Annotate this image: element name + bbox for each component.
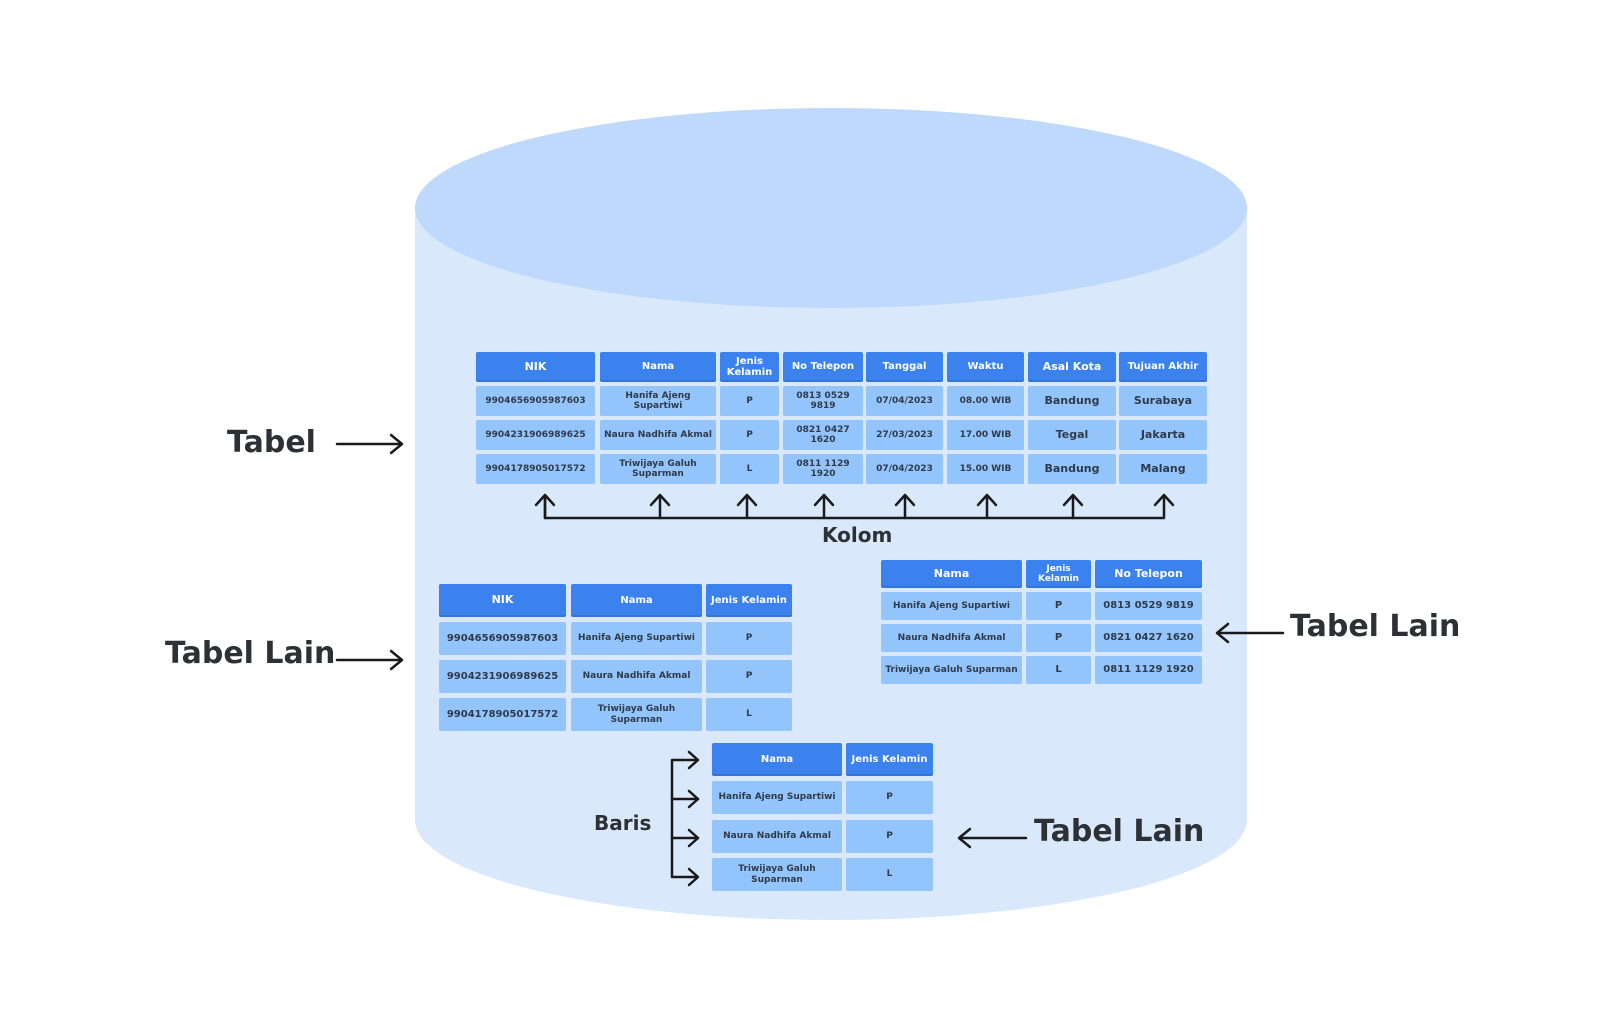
main-table-header-cell: Jenis Kelamin bbox=[720, 352, 779, 382]
right-table-header-cell: No Telepon bbox=[1095, 560, 1202, 588]
right-table-data-cell: L bbox=[1026, 656, 1091, 684]
right-table-data-cell: 0821 0427 1620 bbox=[1095, 624, 1202, 652]
tabel-lain-right-label: Tabel Lain bbox=[1290, 609, 1461, 644]
bottom-table-data-cell: P bbox=[846, 781, 933, 814]
main-table-data-cell: 07/04/2023 bbox=[866, 454, 943, 484]
bottom-table-data-cell: Hanifa Ajeng Supartiwi bbox=[712, 781, 842, 814]
main-table-data-cell: Surabaya bbox=[1119, 386, 1207, 416]
left-table-data-cell: Naura Nadhifa Akmal bbox=[571, 660, 702, 693]
main-table-data-cell: Malang bbox=[1119, 454, 1207, 484]
main-table-data-cell: 0813 0529 9819 bbox=[783, 386, 863, 416]
right-table-header-cell: Jenis Kelamin bbox=[1026, 560, 1091, 588]
right-table-data-cell: Naura Nadhifa Akmal bbox=[881, 624, 1022, 652]
right-table-header-cell: Nama bbox=[881, 560, 1022, 588]
main-table-data-cell: P bbox=[720, 386, 779, 416]
tabel-lain-bottom-label: Tabel Lain bbox=[1034, 814, 1205, 849]
left-table-data-cell: 9904656905987603 bbox=[439, 622, 566, 655]
tabel-label: Tabel bbox=[227, 425, 316, 460]
main-table-data-cell: P bbox=[720, 420, 779, 450]
main-table-data-cell: Jakarta bbox=[1119, 420, 1207, 450]
main-table-data-cell: Bandung bbox=[1028, 386, 1116, 416]
main-table-data-cell: 15.00 WIB bbox=[947, 454, 1024, 484]
main-table-header-cell: Waktu bbox=[947, 352, 1024, 382]
tabel-arrow-icon bbox=[335, 433, 404, 455]
left-table-data-cell: Hanifa Ajeng Supartiwi bbox=[571, 622, 702, 655]
baris-label: Baris bbox=[594, 811, 652, 835]
main-table-data-cell: 27/03/2023 bbox=[866, 420, 943, 450]
bottom-table-header-cell: Nama bbox=[712, 743, 842, 776]
left-table-header-cell: Nama bbox=[571, 584, 702, 617]
baris-arrows-icon bbox=[670, 750, 700, 887]
main-table-data-cell: Tegal bbox=[1028, 420, 1116, 450]
bottom-table-header-cell: Jenis Kelamin bbox=[846, 743, 933, 776]
main-table-data-cell: L bbox=[720, 454, 779, 484]
main-table-data-cell: Naura Nadhifa Akmal bbox=[600, 420, 716, 450]
main-table-header-cell: Asal Kota bbox=[1028, 352, 1116, 382]
right-table-data-cell: 0813 0529 9819 bbox=[1095, 592, 1202, 620]
left-table-data-cell: 9904231906989625 bbox=[439, 660, 566, 693]
right-table-data-cell: 0811 1129 1920 bbox=[1095, 656, 1202, 684]
tabel-lain-right-arrow-icon bbox=[1215, 622, 1285, 644]
main-table-header-cell: Nama bbox=[600, 352, 716, 382]
right-table-data-cell: Hanifa Ajeng Supartiwi bbox=[881, 592, 1022, 620]
left-table-data-cell: P bbox=[706, 622, 792, 655]
main-table-data-cell: Triwijaya Galuh Suparman bbox=[600, 454, 716, 484]
right-table-data-cell: P bbox=[1026, 624, 1091, 652]
kolom-arrows-icon bbox=[534, 493, 1175, 520]
main-table-data-cell: 9904231906989625 bbox=[476, 420, 595, 450]
tabel-lain-left-arrow-icon bbox=[335, 649, 404, 671]
kolom-label: Kolom bbox=[822, 523, 893, 547]
main-table-data-cell: Hanifa Ajeng Supartiwi bbox=[600, 386, 716, 416]
left-table-data-cell: P bbox=[706, 660, 792, 693]
main-table-header-cell: Tanggal bbox=[866, 352, 943, 382]
main-table-header-cell: NIK bbox=[476, 352, 595, 382]
left-table-data-cell: Triwijaya Galuh Suparman bbox=[571, 698, 702, 731]
right-table-data-cell: Triwijaya Galuh Suparman bbox=[881, 656, 1022, 684]
bottom-table-data-cell: Triwijaya Galuh Suparman bbox=[712, 858, 842, 891]
tabel-lain-left-label: Tabel Lain bbox=[165, 636, 336, 671]
bottom-table-data-cell: P bbox=[846, 820, 933, 853]
left-table-data-cell: 9904178905017572 bbox=[439, 698, 566, 731]
main-table-data-cell: 9904178905017572 bbox=[476, 454, 595, 484]
main-table-header-cell: Tujuan Akhir bbox=[1119, 352, 1207, 382]
main-table-data-cell: 0811 1129 1920 bbox=[783, 454, 863, 484]
main-table-data-cell: 9904656905987603 bbox=[476, 386, 595, 416]
main-table-data-cell: 17.00 WIB bbox=[947, 420, 1024, 450]
main-table-data-cell: 0821 0427 1620 bbox=[783, 420, 863, 450]
main-table-data-cell: 07/04/2023 bbox=[866, 386, 943, 416]
left-table-header-cell: Jenis Kelamin bbox=[706, 584, 792, 617]
main-table-data-cell: 08.00 WIB bbox=[947, 386, 1024, 416]
tabel-lain-bottom-arrow-icon bbox=[957, 827, 1028, 849]
left-table-data-cell: L bbox=[706, 698, 792, 731]
main-table-data-cell: Bandung bbox=[1028, 454, 1116, 484]
right-table-data-cell: P bbox=[1026, 592, 1091, 620]
bottom-table-data-cell: Naura Nadhifa Akmal bbox=[712, 820, 842, 853]
bottom-table-data-cell: L bbox=[846, 858, 933, 891]
left-table-header-cell: NIK bbox=[439, 584, 566, 617]
cylinder-top bbox=[415, 108, 1247, 308]
main-table-header-cell: No Telepon bbox=[783, 352, 863, 382]
